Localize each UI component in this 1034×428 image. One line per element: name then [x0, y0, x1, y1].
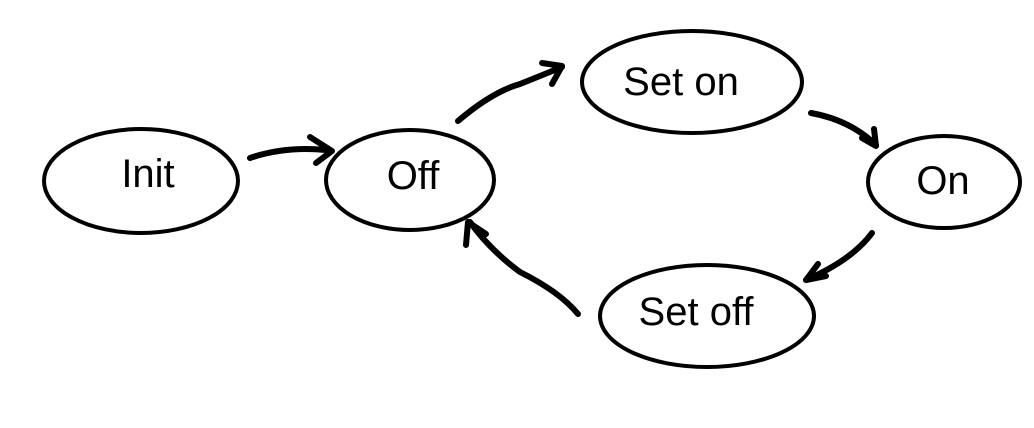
edge-init-to-off [247, 134, 335, 166]
node-set-off-label: Set off [639, 290, 755, 334]
edge-set-off-to-off-line [467, 219, 581, 317]
edge-off-to-set-on-arrowhead [539, 60, 565, 87]
edge-on-to-set-off-arrowhead [803, 261, 829, 283]
edge-off-to-set-on [455, 60, 565, 124]
edge-set-off-to-off [463, 219, 581, 317]
node-set-on-shape [580, 29, 804, 135]
node-on: On [866, 134, 1022, 230]
node-set-on-label: Set on [623, 60, 739, 104]
node-off: Off [324, 128, 496, 232]
edge-on-to-set-off-line [803, 230, 875, 283]
node-init: Init [42, 127, 240, 235]
node-set-off: Set off [598, 263, 816, 369]
edge-on-to-set-off [803, 230, 875, 283]
edge-set-on-to-on [808, 110, 879, 149]
edge-set-off-to-off-arrowhead [463, 219, 489, 248]
edge-off-to-set-on-line [455, 64, 565, 124]
edge-init-to-off-line [247, 146, 329, 161]
node-on-label: On [916, 159, 969, 203]
node-init-label: Init [121, 152, 174, 196]
node-init-shape [42, 127, 240, 235]
edge-set-on-to-on-arrowhead [859, 126, 879, 149]
node-set-on: Set on [580, 29, 804, 135]
node-on-shape [866, 134, 1022, 230]
node-off-label: Off [387, 154, 441, 198]
node-set-off-shape [598, 263, 816, 369]
edge-init-to-off-arrowhead [307, 134, 335, 166]
node-off-shape [324, 128, 496, 232]
